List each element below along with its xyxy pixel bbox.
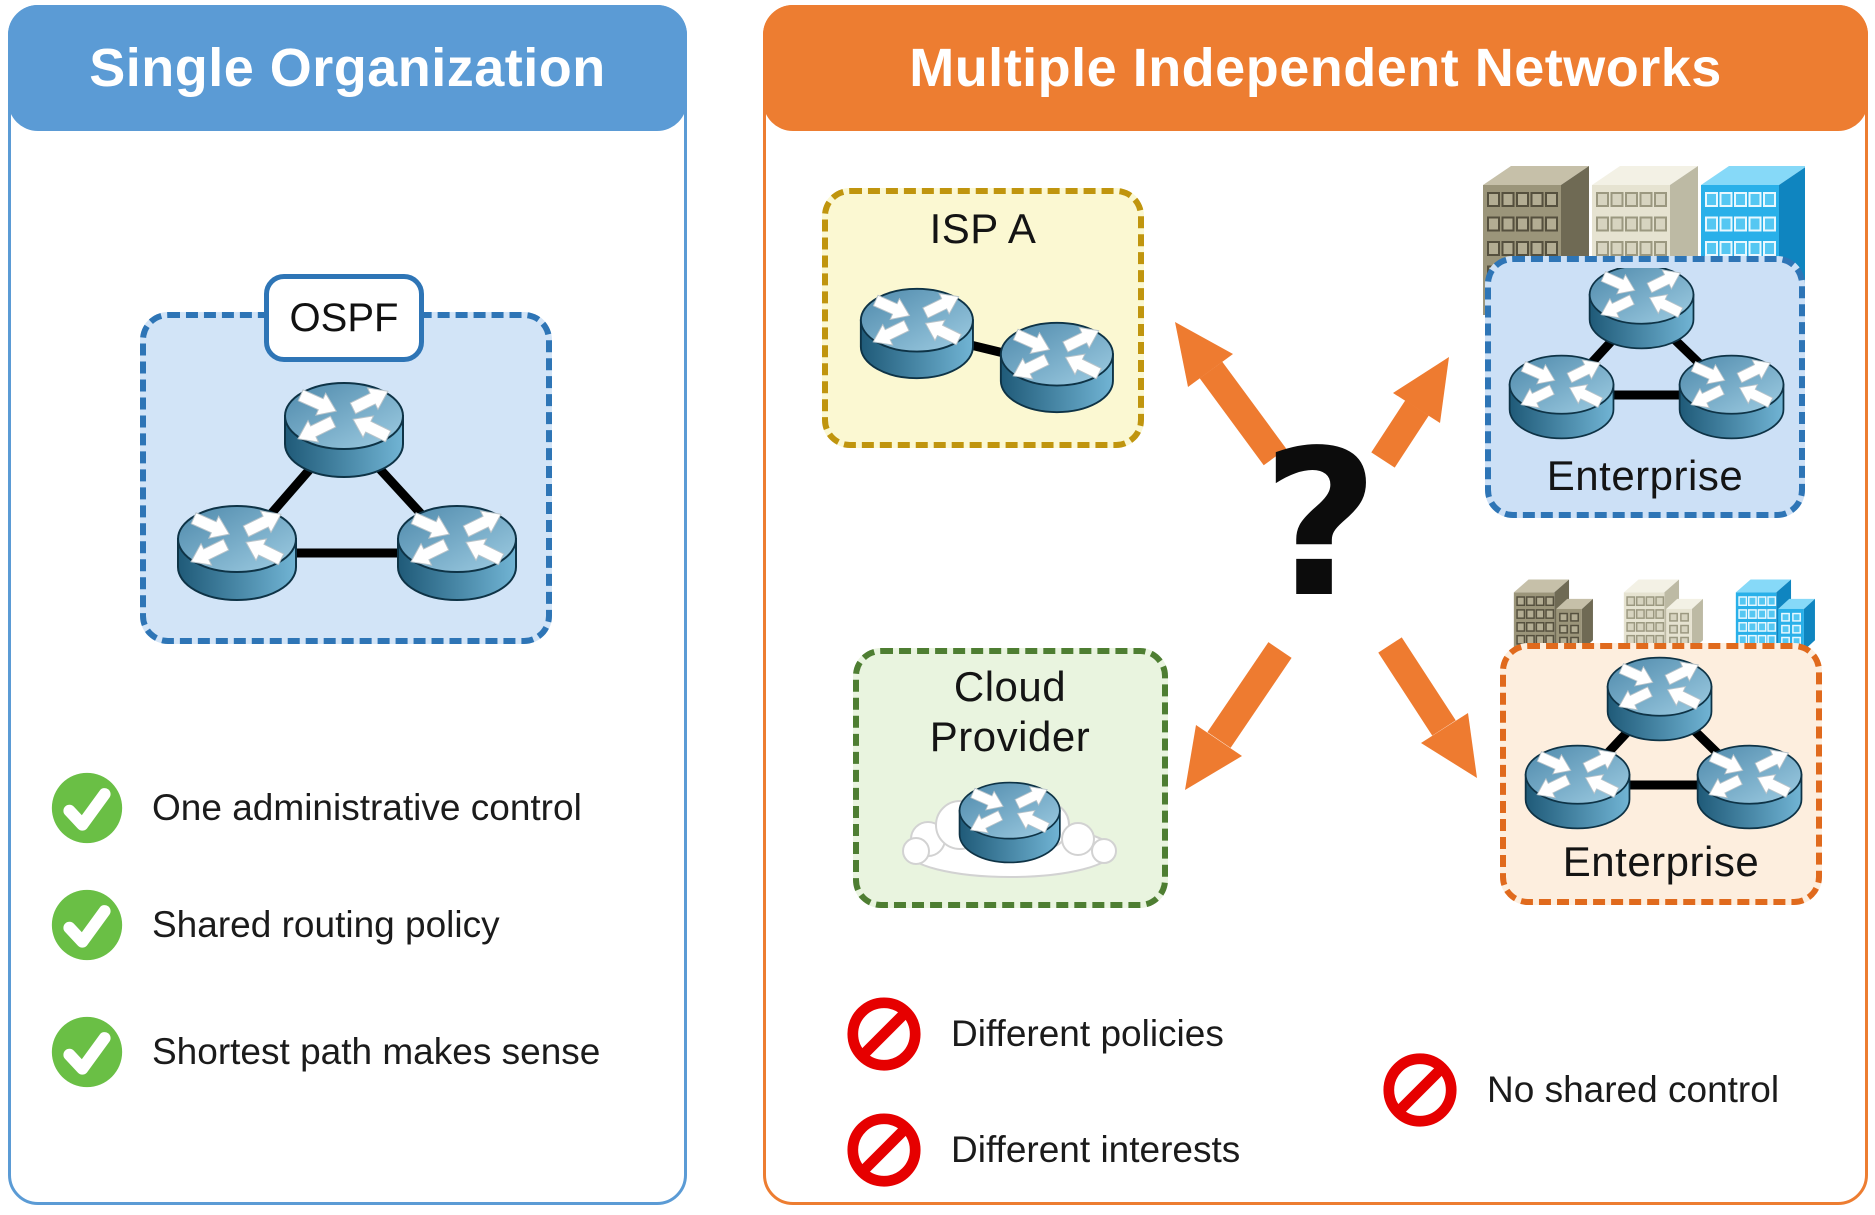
isp-a-routers — [840, 258, 1130, 438]
orange-arrow-down-right-icon — [1378, 637, 1477, 778]
problem-row: Different policies — [845, 995, 1224, 1073]
right-panel-title: Multiple Independent Networks — [909, 38, 1722, 98]
enterprise-top-routers — [1502, 268, 1792, 458]
check-icon — [50, 771, 124, 845]
benefit-label: Shared routing policy — [152, 904, 500, 945]
cloud-router-graphic — [902, 763, 1117, 878]
router-icon — [398, 503, 516, 600]
cloud-provider-label: Cloud Provider — [929, 663, 1091, 760]
check-icon — [50, 1015, 124, 1089]
benefit-label: One administrative control — [152, 787, 582, 828]
router-icon — [960, 780, 1060, 862]
no-entry-icon — [1381, 1051, 1459, 1129]
benefit-row: One administrative control — [50, 771, 582, 845]
no-entry-icon — [845, 1111, 923, 1189]
benefit-row: Shared routing policy — [50, 888, 500, 962]
building-icon — [1513, 579, 1593, 651]
router-icon — [178, 503, 296, 600]
enterprise-bottom-buildings — [1513, 579, 1815, 651]
router-icon — [861, 286, 973, 378]
multiple-networks-header: Multiple Independent Networks — [763, 5, 1868, 131]
benefit-row: Shortest path makes sense — [50, 1015, 600, 1089]
router-icon — [1510, 353, 1614, 438]
decision-arrows — [1175, 322, 1477, 790]
orange-arrow-up-left-icon — [1175, 322, 1287, 466]
ospf-protocol-badge: OSPF — [264, 274, 424, 362]
building-icon — [1623, 579, 1703, 651]
router-icon — [285, 380, 403, 477]
question-mark: ? — [1261, 406, 1380, 642]
problem-label: No shared control — [1487, 1069, 1780, 1110]
problem-label: Different policies — [951, 1013, 1224, 1054]
orange-arrow-down-left-icon — [1185, 642, 1292, 790]
problem-label: Different interests — [951, 1129, 1241, 1170]
ospf-router-triangle — [150, 368, 550, 658]
enterprise-top-label: Enterprise — [1546, 452, 1744, 499]
check-icon — [50, 888, 124, 962]
router-icon — [1698, 743, 1802, 828]
isp-a-label: ISP A — [929, 205, 1037, 252]
problem-row: No shared control — [1381, 1051, 1779, 1129]
router-icon — [1590, 268, 1694, 348]
no-entry-icon — [845, 995, 923, 1073]
orange-arrow-up-right-icon — [1371, 357, 1449, 468]
router-icon — [1001, 320, 1113, 412]
benefit-label: Shortest path makes sense — [152, 1031, 601, 1072]
router-icon — [1526, 743, 1630, 828]
router-icon — [1680, 353, 1784, 438]
single-organization-header: Single Organization — [8, 5, 687, 131]
building-icon — [1735, 579, 1815, 651]
router-icon — [1608, 655, 1712, 740]
enterprise-bottom-label: Enterprise — [1562, 838, 1760, 885]
left-panel-title: Single Organization — [89, 38, 606, 98]
enterprise-bottom-routers — [1515, 655, 1810, 850]
ospf-label-text: OSPF — [289, 295, 399, 340]
problem-row: Different interests — [845, 1111, 1240, 1189]
